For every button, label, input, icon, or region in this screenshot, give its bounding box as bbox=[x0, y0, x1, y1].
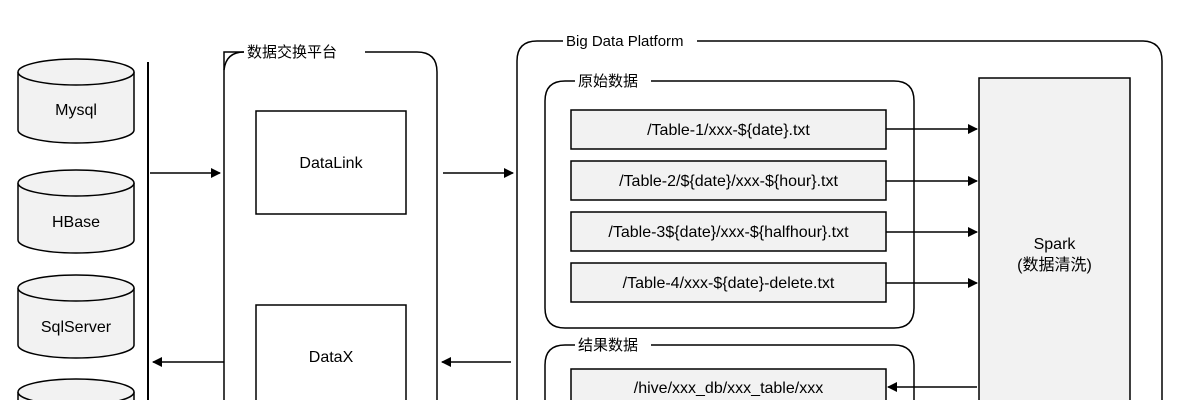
database-label-mysql: Mysql bbox=[55, 102, 97, 119]
database-mysql: Mysql bbox=[17, 58, 135, 144]
database-label-sqlserver: SqlServer bbox=[41, 319, 112, 336]
raw-file-4: /Table-4/xxx-${date}-delete.txt bbox=[570, 262, 887, 303]
database-partial bbox=[17, 378, 135, 400]
raw-file-2: /Table-2/${date}/xxx-${hour}.txt bbox=[570, 160, 887, 201]
database-sqlserver: SqlServer bbox=[17, 274, 135, 359]
raw-file-label: /Table-4/xxx-${date}-delete.txt bbox=[623, 275, 835, 292]
result-file-1: /hive/xxx_db/xxx_table/xxx bbox=[570, 368, 887, 400]
database-hbase: HBase bbox=[17, 169, 135, 254]
big-data-platform-container: Big Data Platform bbox=[516, 33, 1163, 400]
result-file-label: /hive/xxx_db/xxx_table/xxx bbox=[634, 380, 823, 397]
raw-data-title: 原始数据 bbox=[578, 73, 638, 90]
raw-file-3: /Table-3${date}/xxx-${halfhour}.txt bbox=[570, 211, 887, 252]
raw-file-label: /Table-3${date}/xxx-${halfhour}.txt bbox=[608, 224, 849, 241]
raw-data-group: 原始数据 bbox=[544, 73, 915, 329]
raw-file-1: /Table-1/xxx-${date}.txt bbox=[570, 109, 887, 150]
component-datax: DataX bbox=[255, 304, 407, 400]
exchange-platform-container: 数据交换平台 bbox=[223, 43, 438, 400]
spark-sublabel: (数据清洗) bbox=[1017, 256, 1092, 274]
component-label-datax: DataX bbox=[309, 349, 354, 366]
raw-file-label: /Table-1/xxx-${date}.txt bbox=[647, 122, 810, 139]
component-datalink: DataLink bbox=[255, 110, 407, 215]
spark-label: Spark bbox=[1034, 236, 1077, 253]
raw-file-label: /Table-2/${date}/xxx-${hour}.txt bbox=[619, 173, 838, 190]
database-label-hbase: HBase bbox=[52, 214, 100, 231]
component-label-datalink: DataLink bbox=[299, 155, 363, 172]
result-data-title: 结果数据 bbox=[578, 337, 638, 354]
exchange-platform-title: 数据交换平台 bbox=[247, 43, 337, 61]
result-data-group: 结果数据 bbox=[544, 337, 915, 400]
spark-box: Spark (数据清洗) bbox=[978, 77, 1131, 400]
big-data-platform-title: Big Data Platform bbox=[566, 33, 684, 50]
